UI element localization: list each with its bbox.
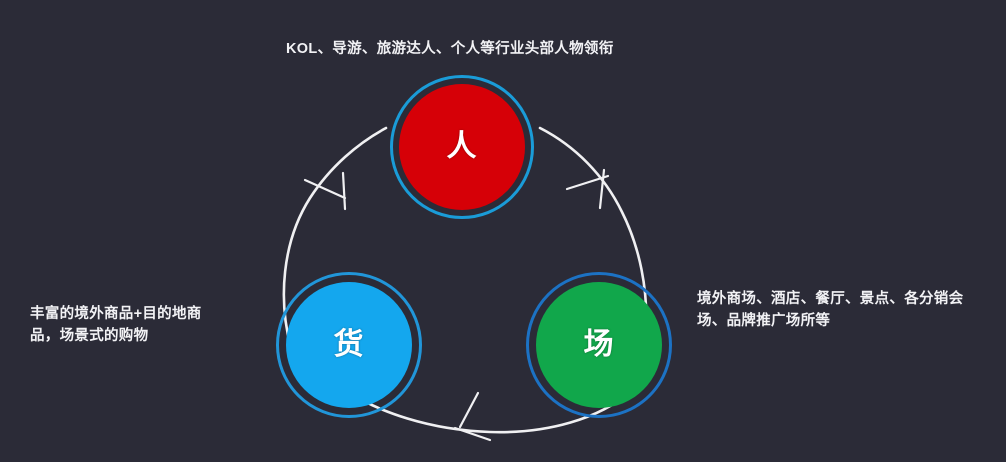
node-goods-core: 货: [286, 282, 412, 408]
arrowhead-person-to-place: [565, 168, 610, 210]
node-goods[interactable]: 货: [276, 272, 422, 418]
node-person[interactable]: 人: [390, 75, 534, 219]
node-place-ring: [526, 272, 672, 418]
node-person-ring: [390, 75, 534, 219]
node-place[interactable]: 场: [526, 272, 672, 418]
node-place-label: 场: [583, 328, 615, 361]
node-person-core: 人: [399, 84, 525, 210]
caption-goods: 丰富的境外商品+目的地商品，场景式的购物: [30, 306, 202, 345]
caption-place: 境外商场、酒店、餐厅、景点、各分销会场、品牌推广场所等: [697, 291, 964, 330]
node-person-label: 人: [446, 130, 478, 163]
node-goods-ring: [276, 272, 422, 418]
arc-goods-to-person: [282, 126, 388, 350]
arrowhead-goods-to-person: [303, 171, 347, 211]
caption-person: KOL、导游、旅游达人、个人等行业头部人物领衔: [286, 41, 614, 57]
node-place-core: 场: [536, 282, 662, 408]
arrowhead-place-to-goods: [453, 391, 492, 442]
node-goods-label: 货: [333, 328, 365, 361]
